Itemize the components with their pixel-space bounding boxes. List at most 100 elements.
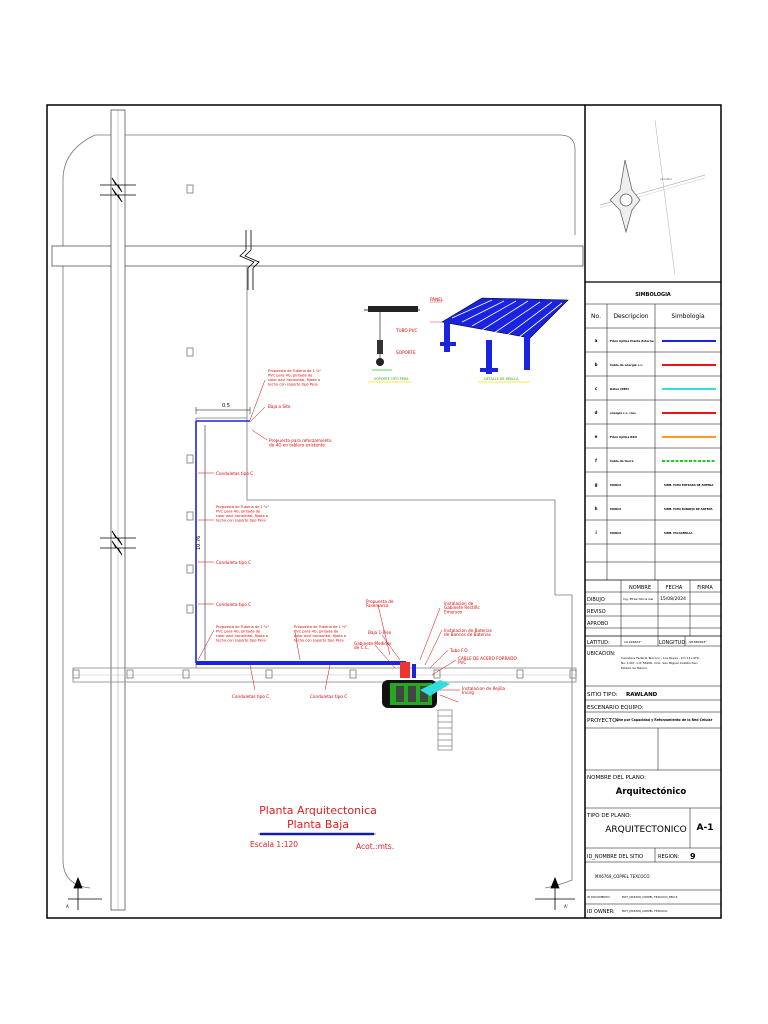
detail-note-1: SOPORTE TIPO PERA (374, 377, 409, 381)
sitio-tipo-value: RAWLAND (626, 692, 658, 698)
section-letter-left: A (66, 904, 69, 909)
legend-row-desc: Cable de energia c.c. (610, 363, 643, 367)
detail-rejilla: PANEL DETALLE DE REJILLA (430, 297, 569, 383)
callout-gabinete-rect: Instalacion de Gabinete Rectific Emerson (444, 601, 481, 614)
break-lines (100, 177, 260, 556)
sig-col-name: NOMBRE (629, 585, 651, 591)
dim-top: 0.5 (222, 403, 230, 409)
callout-tuberia-3: Propuesta de Tuberia de 1 ½" PVC para 4G… (216, 624, 271, 643)
id-sitio-label: ID_NOMBRE DEL SITIO (587, 854, 643, 860)
equipment-cluster (382, 662, 453, 751)
drawing-title: Planta Arquitectonica (259, 804, 377, 817)
drawing-scale: Escala 1:120 (250, 840, 298, 849)
legend-row-desc: Datos (RBP) (610, 387, 630, 391)
sig-reviso: REVISO (587, 609, 606, 615)
svg-text:PANEL: PANEL (430, 297, 444, 302)
id-owner-value: MXT_MX6769_COPPEL TEXCOCO (622, 909, 668, 913)
nombre-plano-label: NOMBRE DEL PLANO: (587, 775, 646, 781)
latitud-value: 19.496824° (624, 640, 642, 644)
legend-row-desc: Cable de tierra (610, 459, 634, 463)
legend-row-no: c (595, 386, 598, 391)
svg-text:SOPORTE: SOPORTE (396, 350, 416, 355)
tipo-plano-label: TIPO DE PLANO: (586, 813, 631, 819)
legend-row-no: e (595, 434, 598, 439)
location-map: Carretera (599, 119, 706, 276)
dim-side: 10.76 (196, 536, 202, 550)
legend-row-desc: Fibra Optica Planta Externa (610, 339, 654, 343)
callout-conduletas-5: Conduletas tipo C (310, 694, 347, 699)
dimensions (195, 407, 251, 660)
legend-row-no: a (595, 338, 598, 343)
id-owner-label: ID OWNER: (587, 909, 615, 915)
region-label: REGION: (658, 854, 680, 860)
callout-fasemarca: Propuesta de Fasemarca (366, 599, 395, 608)
sig-dibujo: DIBUJO (587, 597, 605, 603)
callout-baterias: Instalacion de Baterias de Bancos de Bat… (444, 628, 493, 637)
id-document-value: MXT_MX6769_COPPEL TEXCOCO_RBU 6 (622, 895, 678, 899)
legend-col-sym: Simbologia (671, 313, 705, 320)
section-mark-left (68, 876, 102, 910)
legend-row-desc: Fibra Optica RRU (610, 435, 638, 439)
ubicacion-value: Carretera Federal Texcoco - Los Reyes - … (621, 656, 701, 670)
legend-col-desc: Descripcion (613, 313, 648, 320)
legend-title: SIMBOLOGIA (635, 292, 671, 298)
conduit-horizontal (196, 661, 406, 665)
site-info-table (584, 635, 722, 919)
ubicacion-label: UBICACION: (587, 651, 616, 657)
sig-aprobo: APROBO (587, 621, 608, 627)
longitud-value: -98.880693° (688, 640, 707, 644)
callout-conduleta-3: Conduleta tipo C (216, 602, 251, 607)
sig-dibujo-name: Ing. Efrain Noria Gar (623, 597, 654, 601)
detail-note-2: DETALLE DE REJILLA (484, 377, 519, 381)
legend-row-no: b (595, 362, 598, 367)
signature-table (584, 579, 722, 637)
callout-tubo-fo: Tubo F.O. (449, 648, 469, 653)
legend-row-no: h (595, 506, 598, 511)
callout-tuberia-2: Propuesta de Tuberia de 1 ½" PVC para 4G… (216, 504, 271, 523)
leaders (197, 379, 460, 703)
id-document-label: ID DOCUMENTO: (587, 895, 610, 899)
callout-cable-acero: CABLE DE ACERO FORRADO PVC (458, 656, 518, 665)
sig-col-sign: FIRMA (697, 585, 713, 591)
id-sitio-value: MX6769_COPPEL TEXCOCO (595, 874, 649, 879)
proyecto-value: Site por Capacidad y Reforzamiento de la… (616, 718, 713, 722)
drawing-subtitle: Planta Baja (287, 818, 349, 831)
region-value: 9 (690, 852, 696, 861)
tipo-plano-value: ARQUITECTONICO (605, 825, 687, 835)
legend-row-desc: energia c.c. rrus (610, 411, 636, 415)
callout-baja-flex: Baja 1-Flex (368, 630, 392, 635)
callout-reforzamiento: Propuesta para reforzamiento de 4G en ta… (269, 438, 333, 448)
sig-col-date: FECHA (666, 585, 683, 591)
svg-text:Carretera: Carretera (660, 177, 672, 181)
legend-row-desc: MARCA (610, 507, 622, 511)
floor-plan (51, 109, 584, 911)
legend-row-symbol-text: SIMB. PARA BANDEJA DE ANTENA (664, 507, 713, 511)
callout-conduleta-2: Conduleta tipo C (216, 560, 251, 565)
legend-row-desc: MARCA (610, 483, 622, 487)
sig-dibujo-date: 15/08/2024 (660, 596, 686, 602)
legend-row-no: d (595, 410, 598, 415)
legend-row-no: f (595, 458, 597, 463)
callout-baja-site: Baja a Site (268, 404, 291, 409)
callout-tuberia-1: Propuesta de Tuberia de 1 ½" PVC para 4G… (268, 368, 323, 387)
callout-tuberia-4: Propuesta de Tuberia de 1 ½" PVC para 4G… (294, 624, 349, 643)
proyecto-label: PROYECTO: (587, 718, 618, 724)
svg-text:TUBO PVC: TUBO PVC (395, 328, 417, 333)
legend-col-no: No. (591, 313, 601, 320)
callout-gabinete-medidor: Gabinete Medidor de C.C. (354, 641, 393, 650)
legend-row-symbol-text: SIMB. PARA ENTRADA DE ANTENA (664, 483, 713, 487)
section-mark-right (535, 876, 575, 910)
callouts: Propuesta de Tuberia de 1 ½" PVC para 4G… (216, 368, 518, 699)
callout-rejilla: Instalacion de Rejilla Irving (462, 686, 506, 695)
legend-row-desc: MARCA (610, 531, 622, 535)
callout-conduletas-1: Conduletas tipo C (216, 471, 253, 476)
nombre-plano-value: Arquitectónico (616, 786, 687, 797)
sheet-number: A-1 (697, 823, 714, 833)
escenario-label: ESCENARIO EQUIPO: (587, 705, 644, 711)
longitud-label: LONGITUD: (659, 640, 687, 646)
legend-row-no: i (595, 530, 597, 535)
sitio-tipo-label: SITIO TIPO: (587, 692, 618, 698)
legend-rows: a Fibra Optica Planta Externa b Cable de en… (595, 338, 716, 535)
legend-row-symbol-text: SIMB. ESCALERILLA (664, 531, 693, 535)
